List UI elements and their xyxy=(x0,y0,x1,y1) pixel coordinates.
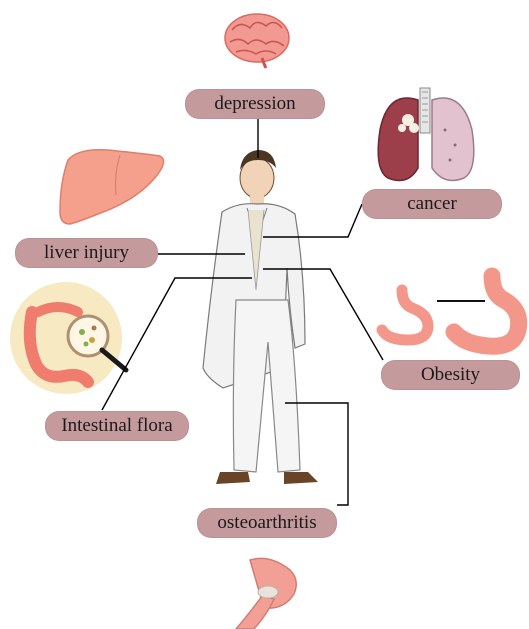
knee-joint-icon xyxy=(236,558,296,629)
label-intestinal-flora-text: Intestinal flora xyxy=(61,415,172,437)
label-intestinal-flora: Intestinal flora xyxy=(45,411,189,441)
lungs-icon xyxy=(378,88,474,180)
label-depression: depression xyxy=(185,89,325,119)
label-liver-injury: liver injury xyxy=(15,238,158,268)
stomach-large-icon xyxy=(454,276,519,346)
label-obesity-text: Obesity xyxy=(421,364,480,386)
label-liver-injury-text: liver injury xyxy=(44,242,129,264)
label-cancer: cancer xyxy=(362,189,502,219)
label-osteoarthritis-text: osteoarthritis xyxy=(217,512,316,534)
liver-icon xyxy=(60,150,164,224)
label-depression-text: depression xyxy=(214,93,295,115)
label-obesity: Obesity xyxy=(381,360,520,390)
label-osteoarthritis: osteoarthritis xyxy=(197,508,337,538)
stomach-small-icon xyxy=(382,290,428,340)
intestine-magnifier-icon xyxy=(10,282,126,394)
brain-icon xyxy=(225,14,289,68)
doctor-figure xyxy=(203,150,318,484)
label-cancer-text: cancer xyxy=(407,193,457,215)
